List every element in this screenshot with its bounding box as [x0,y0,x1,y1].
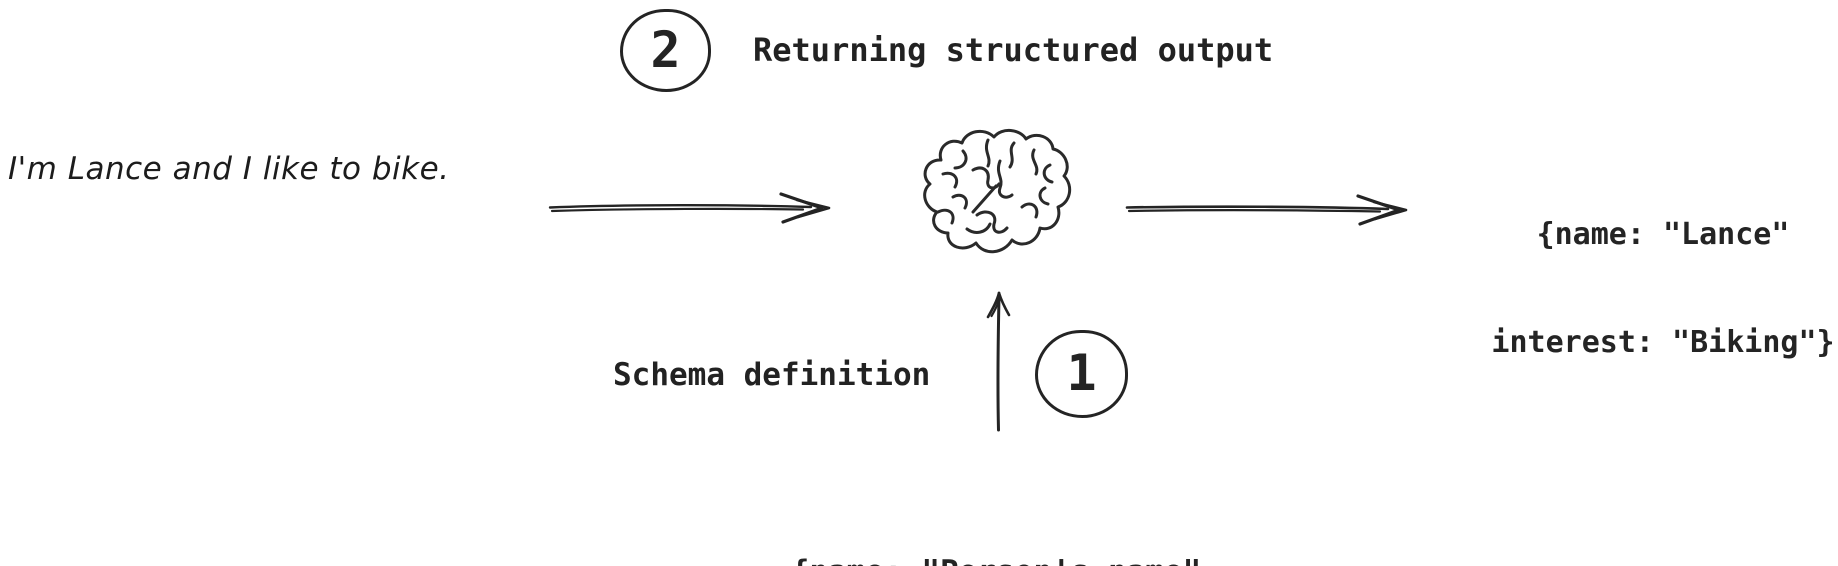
arrow-right-input-icon [548,192,831,224]
step-2-badge: 2 [620,9,711,92]
step-1-badge: 1 [1035,330,1128,418]
schema-definition-label: Schema definition [613,357,931,393]
schema-json: {name: "Person's name" interest: "Person… [666,480,1326,566]
step-1-number: 1 [1066,344,1097,402]
output-json-line-1: {name: "Lance" [1536,217,1790,252]
arrow-right-output-icon [1125,194,1408,226]
output-json-line-2: interest: "Biking"} [1491,325,1835,360]
schema-json-line-1: {name: "Person's name" [666,554,1326,566]
input-message: I'm Lance and I like to bike. [8,151,450,187]
step-2-number: 2 [650,20,681,79]
output-json: {name: "Lance" interest: "Biking"} [1488,145,1838,433]
brain-icon [923,129,1072,254]
step-2-label: Returning structured output [753,31,1274,69]
arrow-up-schema-icon [986,291,1011,432]
